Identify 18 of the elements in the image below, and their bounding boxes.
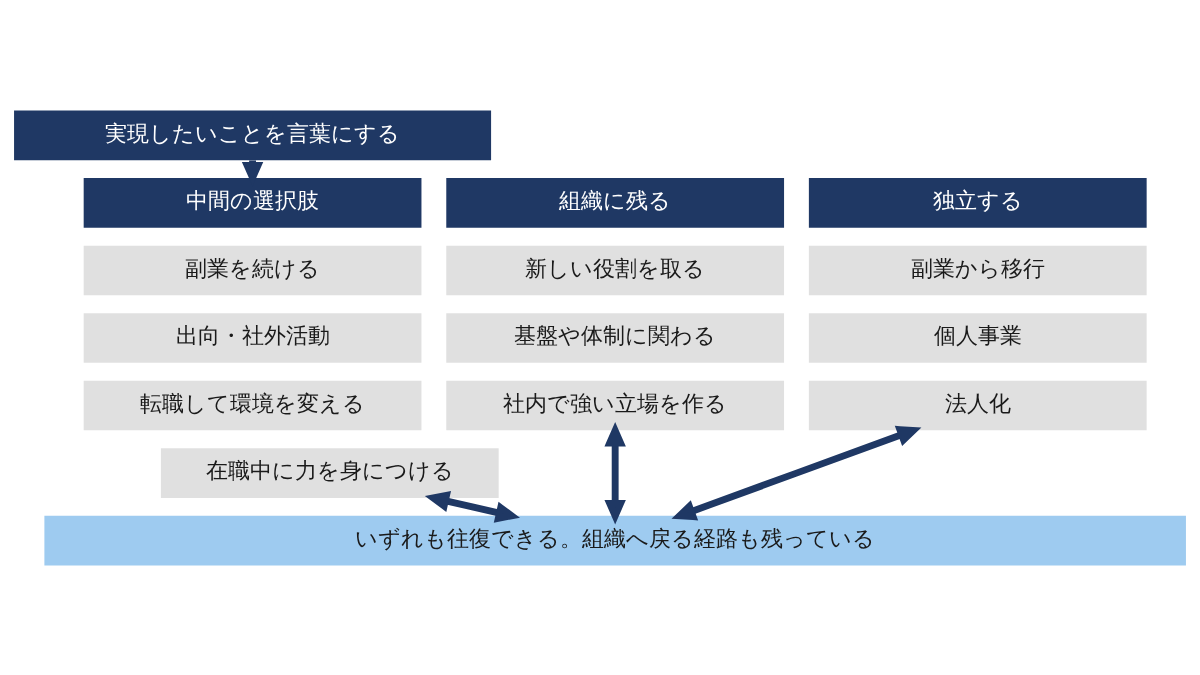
node-box: 社内で強い立場を作る (446, 380, 785, 430)
node-box: 副業を続ける (83, 245, 422, 295)
node-box: 出向・社外活動 (83, 312, 422, 363)
arrow (671, 425, 922, 520)
node-box: 在職中に力を身につける (160, 447, 499, 498)
arrow (424, 490, 520, 523)
node-box: 独立する (808, 177, 1147, 228)
node-box: 中間の選択肢 (83, 177, 422, 228)
node-box: 転職して環境を変える (83, 380, 422, 430)
arrow (604, 421, 626, 524)
node-box: 副業から移行 (808, 245, 1147, 295)
node-box: 組織に残る (446, 177, 785, 228)
node-box: 基盤や体制に関わる (446, 312, 785, 363)
node-box: 実現したいことを言葉にする (14, 110, 492, 160)
node-box: いずれも往復できる。組織へ戻る経路も残っている (44, 515, 1186, 565)
node-box: 新しい役割を取る (446, 245, 785, 295)
node-box: 個人事業 (808, 312, 1147, 363)
node-box: 法人化 (808, 380, 1147, 430)
